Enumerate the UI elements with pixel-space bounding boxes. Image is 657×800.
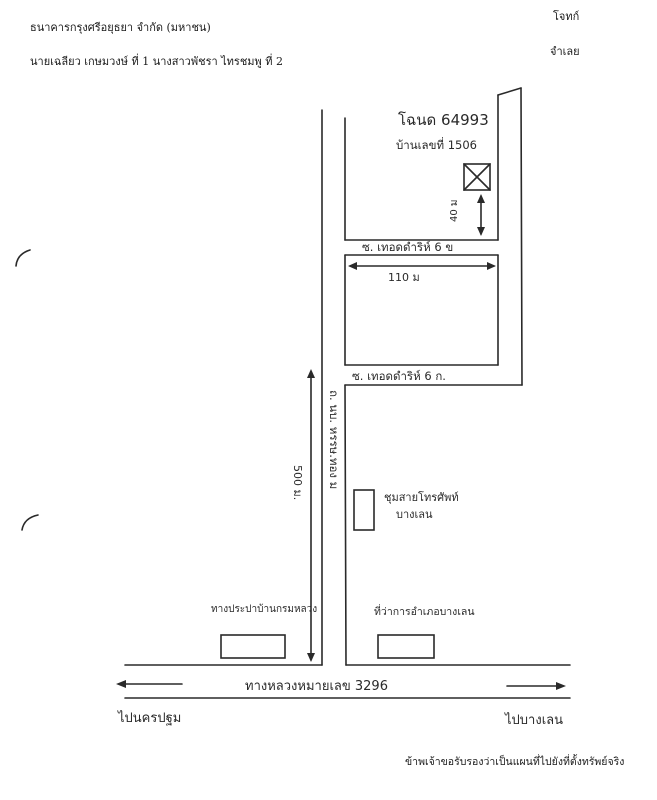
- width-110-label: 110 ม: [388, 271, 420, 284]
- exchange-place: บางเลน: [396, 508, 433, 521]
- right-landmark-building: [377, 634, 435, 659]
- left-landmark-label: ทางประปาบ้านกรมหลวง: [211, 603, 317, 615]
- distance-500-label: 500 ม.: [291, 465, 304, 500]
- deed-label: โฉนด 64993: [398, 111, 489, 129]
- house-number: บ้านเลขที่ 1506: [396, 137, 477, 152]
- highway-label: ทางหลวงหมายเลข 3296: [245, 679, 388, 694]
- left-landmark-building: [220, 634, 286, 659]
- side-road-label: ถ. นบ. หรรษ.ทอง ม: [327, 390, 341, 489]
- to-bang-len: ไปบางเลน: [504, 712, 563, 728]
- exchange-label: ชุมสายโทรศัพท์: [384, 490, 459, 504]
- binder-hole-mark: [15, 249, 31, 267]
- soi-upper-label: ซ. เทอดดำริห์ 6 ข: [362, 240, 453, 254]
- right-road-right-edge: [520, 87, 523, 386]
- right-road-end: [497, 87, 522, 96]
- soi-lower-label: ซ. เทอดดำริห์ 6 ก.: [352, 369, 446, 383]
- bank-name: ธนาคารกรุงศรีอยุธยา จำกัด (มหาชน): [30, 21, 211, 34]
- exchange-building: [353, 489, 375, 531]
- certification-text: ข้าพเจ้าขอรับรองว่าเป็นแผนที่ไปยังที่ตั้…: [405, 756, 625, 768]
- distance-40-label: 40 ม: [449, 200, 460, 223]
- right-landmark-label: ที่ว่าการอำเภอบางเลน: [374, 604, 475, 618]
- main-road-right-edge: [344, 117, 347, 666]
- house-marker: [463, 163, 491, 191]
- to-nakhon-pathom: ไปนครปฐม: [117, 710, 181, 726]
- plaintiff-label: โจทก์: [553, 10, 580, 23]
- applicant-names: นายเฉลียว เกษมวงษ์ ที่ 1 นางสาวพัชรา ไทร…: [30, 55, 284, 68]
- defendant-label: จำเลย: [550, 45, 580, 58]
- binder-hole-mark: [21, 514, 39, 531]
